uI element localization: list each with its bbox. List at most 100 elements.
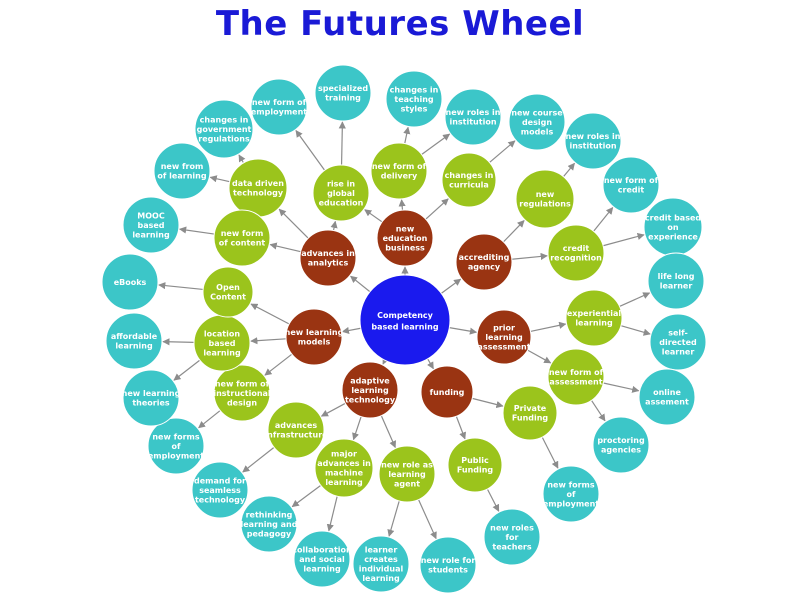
node-circle (250, 78, 308, 136)
node-circle (547, 348, 605, 406)
node-l3-government: changes in government regulationschanges… (194, 99, 254, 159)
diagram-title: The Futures Wheel (215, 4, 585, 44)
node-circle (202, 266, 254, 318)
node-circle (153, 142, 211, 200)
node-circle (455, 233, 513, 291)
node-l3-learner-creates: learner creates individual learninglearn… (352, 535, 410, 593)
edge-l2-location-to-l3-affordable (162, 338, 195, 346)
edge-l1-funding-to-l2-private (472, 397, 504, 409)
node-circle (441, 152, 497, 208)
edge-l1-prior-to-l2-assessment (527, 349, 552, 364)
node-circle (105, 312, 163, 370)
node-circle (240, 495, 298, 553)
node-circle (314, 438, 374, 498)
edge-center-to-l1-accrediting (440, 278, 462, 294)
edge-center-to-l1-analytics (350, 275, 371, 293)
edge-l1-business-to-l2-rise (364, 209, 383, 223)
node-circle (638, 368, 696, 426)
edge-l2-credit-to-l3-creditform (593, 206, 614, 232)
node-l3-rethinking: rethinking learning and pedagogyrethinki… (240, 495, 298, 553)
edge-l1-models-to-l2-open (250, 303, 290, 325)
edge-l2-regulations-to-l3-roles2 (563, 162, 575, 178)
edge-l2-rise-to-l3-employment (295, 129, 326, 171)
node-circle (213, 364, 271, 422)
node-circle (565, 289, 623, 347)
node-circle (647, 252, 705, 310)
node-circle (299, 229, 357, 287)
edge-l1-funding-to-l2-public (455, 416, 467, 440)
edge-l2-credit-to-l3-experience (602, 232, 645, 247)
node-circle (101, 253, 159, 311)
node-circle (312, 164, 370, 222)
node-l1-funding: fundingfunding (420, 365, 474, 419)
node-circle (267, 401, 325, 459)
node-circle (483, 508, 541, 566)
edge-l2-datadriven-to-l3-newfrom (209, 175, 230, 183)
edge-l2-agent-to-l3-learner-creates (387, 500, 400, 537)
edge-l1-models-to-l2-instructional (264, 353, 293, 376)
node-circle (285, 308, 343, 366)
node-circle (592, 416, 650, 474)
node-circle (378, 445, 436, 503)
edge-l2-instructional-to-l3-forms-emp-l (198, 410, 221, 429)
node-circle (444, 88, 502, 146)
edge-center-to-l1-prior (449, 327, 478, 335)
node-label: funding (430, 388, 465, 397)
edge-l2-datadriven-to-l3-government (238, 154, 246, 164)
node-circle (502, 385, 558, 441)
edge-l2-content-to-l3-mooc (178, 226, 215, 235)
node-circle (376, 209, 434, 267)
edge-l2-open-to-l3-ebooks (158, 282, 204, 291)
node-circle (476, 309, 532, 365)
node-circle (564, 112, 622, 170)
node-circle (341, 361, 399, 419)
